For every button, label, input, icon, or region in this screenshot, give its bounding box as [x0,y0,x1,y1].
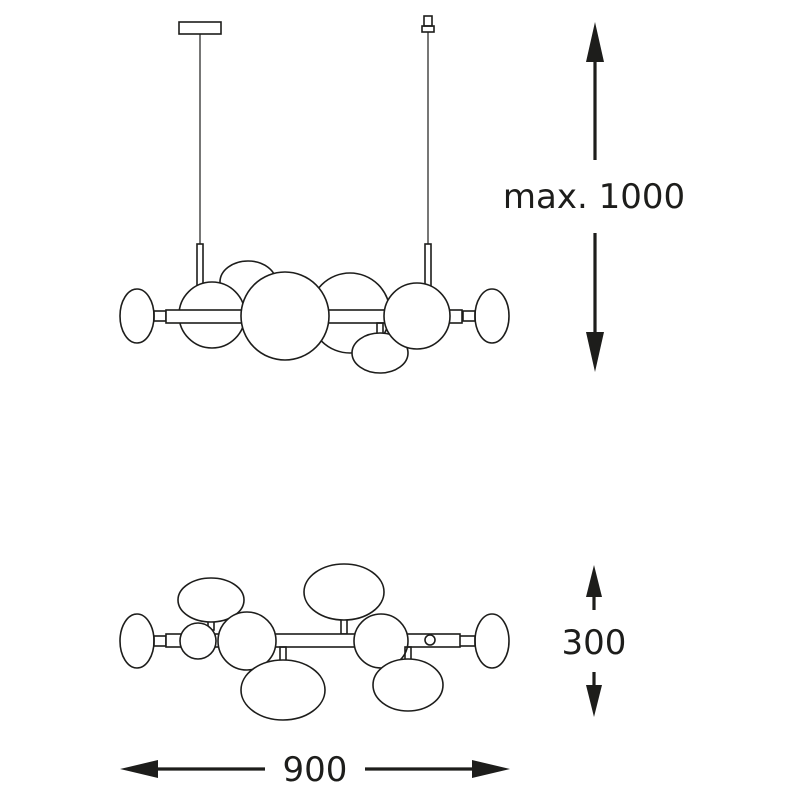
depth-arrow-down-head [586,685,602,717]
front-globe-end-right [474,288,510,344]
top-globe-end-right [474,613,510,669]
width-arrow-left-head [120,760,158,778]
dimension-depth: 300 [562,565,627,717]
dimension-width: 900 [120,750,510,790]
top-globe-upper-left [177,577,245,623]
top-globe-end-left [119,613,155,669]
height-arrow-up-head [586,22,604,62]
width-dimension-label: 900 [283,750,348,790]
ceiling-hook-base [421,25,435,33]
front-globe-lower [351,332,409,374]
height-arrow-down-head [586,332,604,372]
ceiling-hook [423,15,433,27]
front-globe-center [240,271,330,361]
depth-arrow-up-head [586,565,602,597]
top-globe-lower-right [372,658,444,712]
top-globe-mid-left [217,611,277,671]
dimension-height: max. 1000 [503,22,685,372]
top-globe-small-left [179,622,217,660]
front-end-connector-left [153,310,167,322]
top-end-connector-left [153,635,167,647]
depth-dimension-label: 300 [562,623,627,663]
width-arrow-right-head [472,760,510,778]
top-globe-lower-left [240,659,326,721]
height-dimension-label: max. 1000 [503,177,685,217]
front-end-connector-right [462,310,476,322]
top-view [119,563,510,721]
top-globe-upper-right [303,563,385,621]
front-globe-end-left [119,288,155,344]
top-bar-fixing-point [424,634,436,646]
front-view [119,15,510,374]
ceiling-canopy [178,21,222,35]
front-globe-right [383,282,451,350]
top-end-connector-right [458,635,476,647]
